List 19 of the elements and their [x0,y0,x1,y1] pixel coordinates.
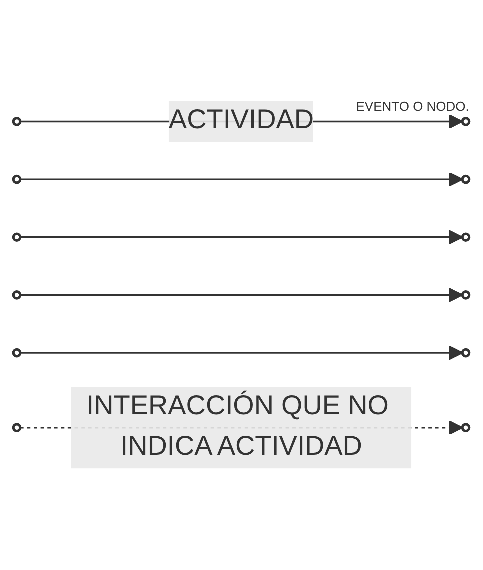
node-circle [461,348,471,358]
arrow [20,172,464,188]
node-circle [461,423,471,433]
arrow [20,288,464,303]
node-circle [12,423,22,433]
arrow [20,230,464,245]
node-caption: EVENTO O NODO. [356,99,470,114]
node-circle [12,117,22,126]
node-circle [12,348,22,358]
edge-label: ACTIVIDAD [168,106,314,136]
node-circle [461,117,471,126]
node-circle [461,290,471,300]
node-circle [461,232,471,242]
node-circle [12,232,22,242]
edge-label: INTERACCIÓN QUE NO INDICA ACTIVIDAD [86,392,389,462]
node-circle [461,174,471,184]
node-circle [12,290,22,300]
arrow [20,346,464,360]
node-circle [12,174,22,184]
